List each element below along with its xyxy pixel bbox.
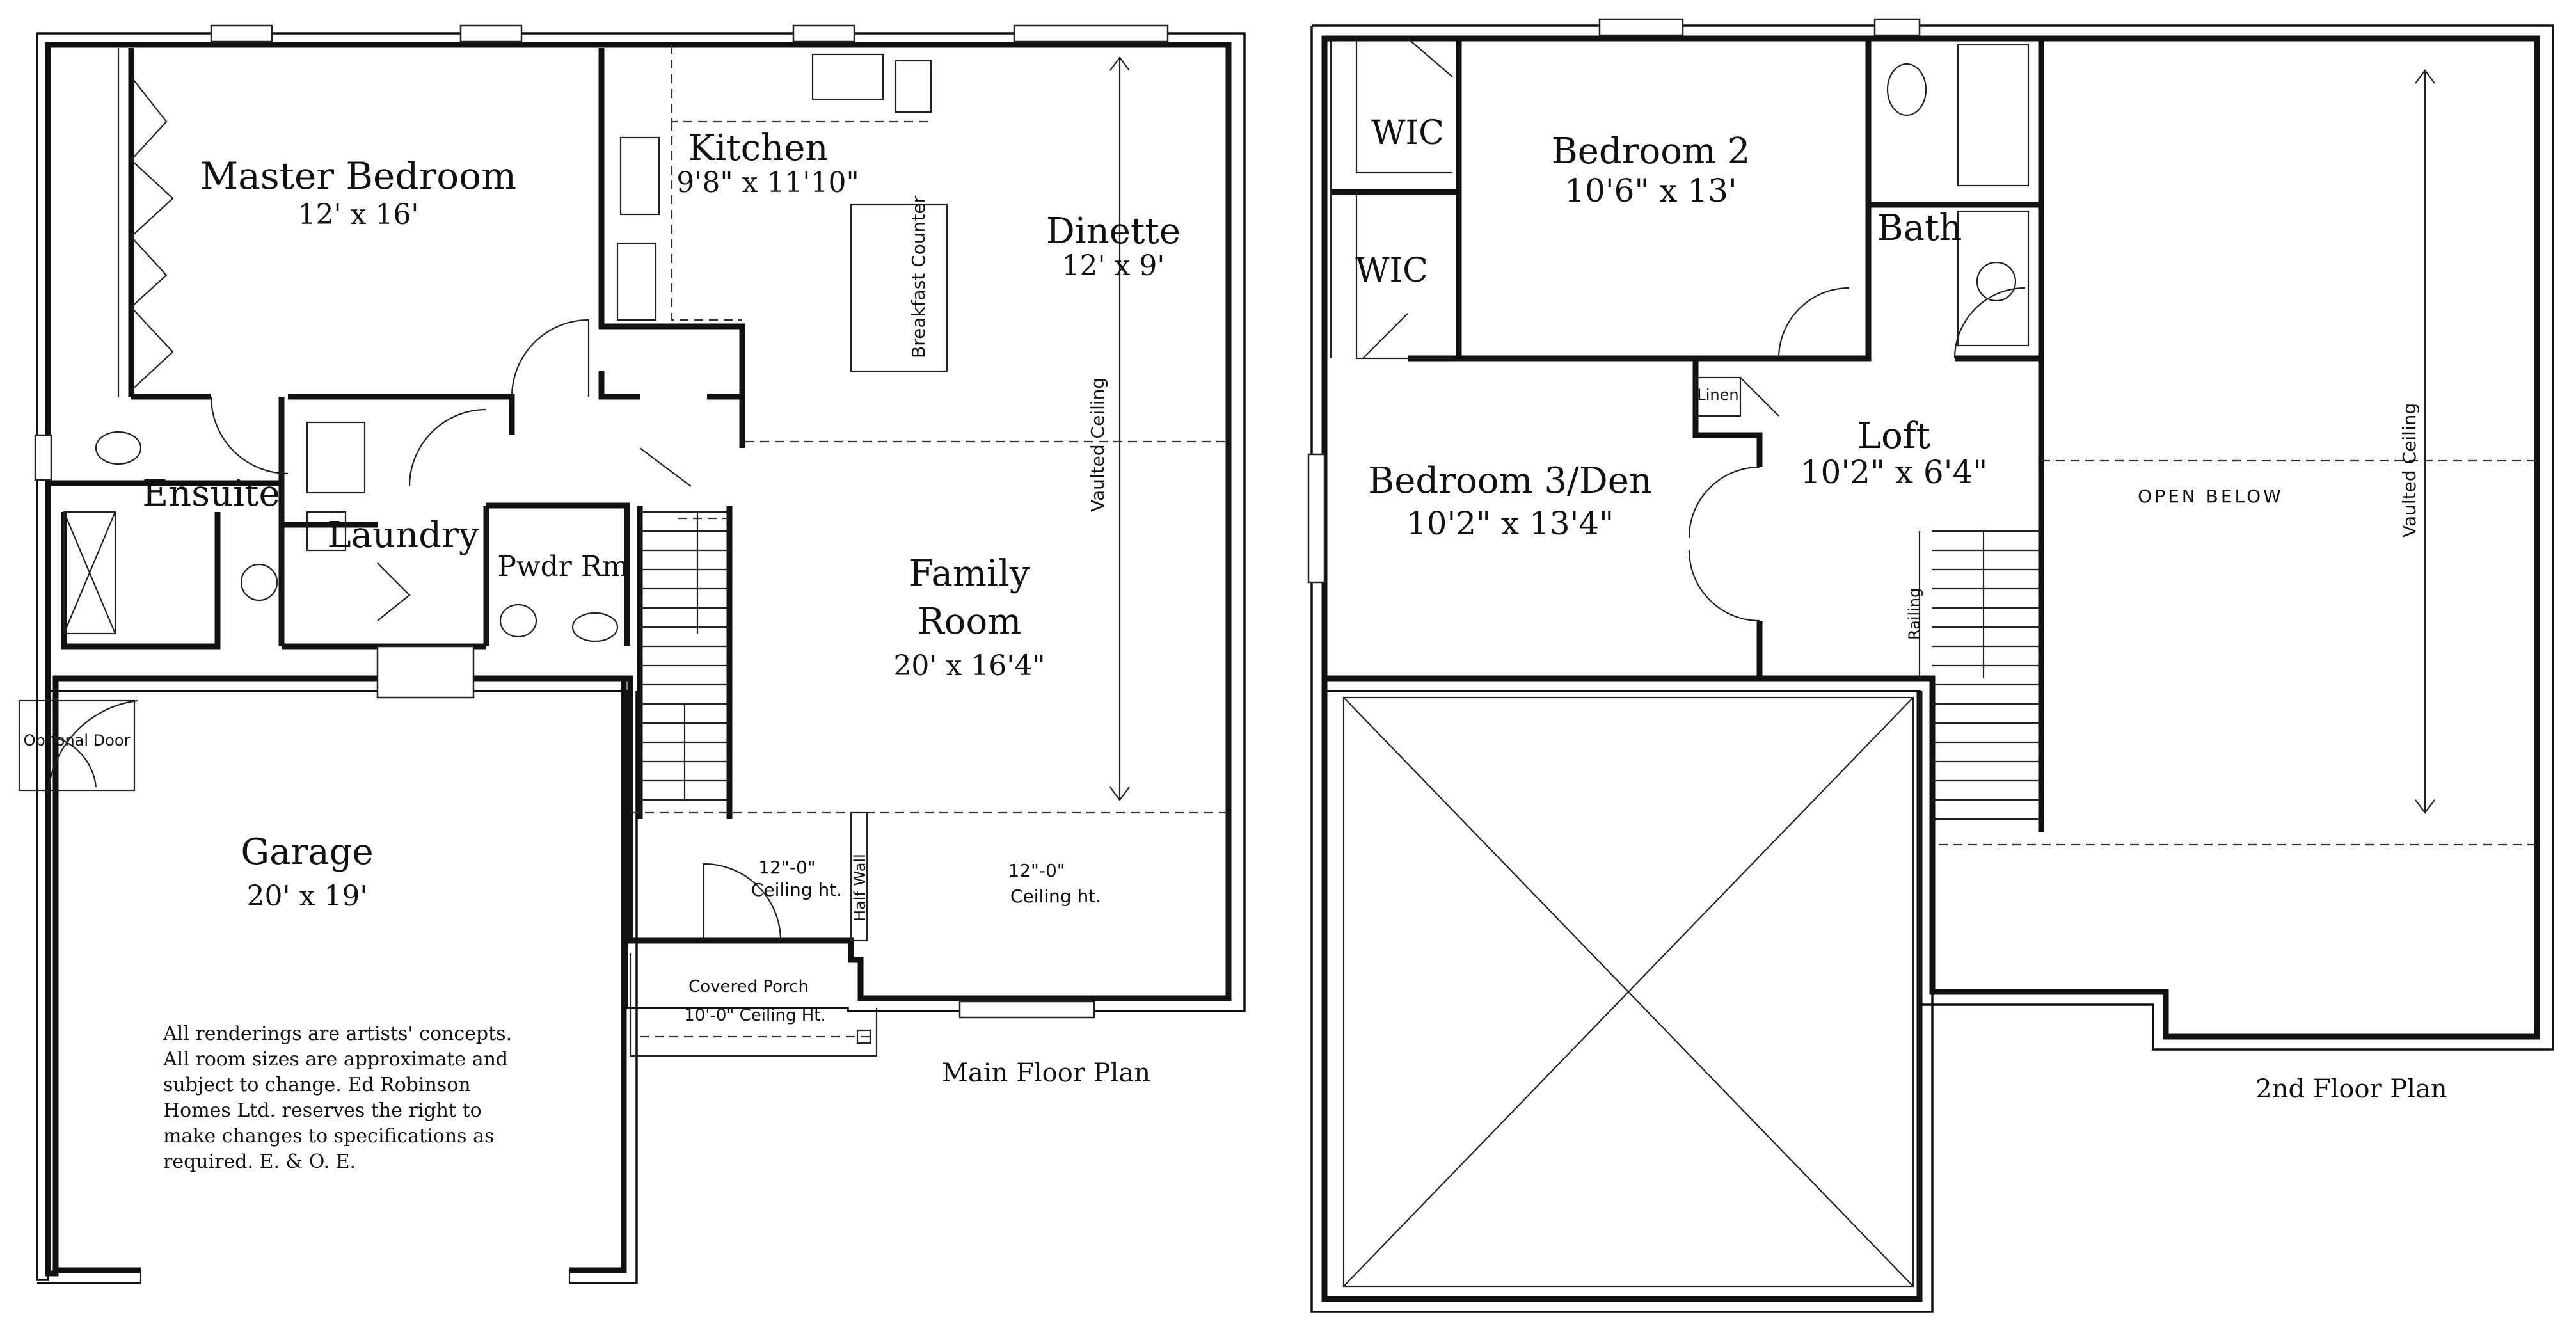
- second-dashed-lines: [1939, 69, 2537, 846]
- second-interior-walls: [1331, 38, 2044, 832]
- covered-porch: [629, 953, 878, 1057]
- optional-door-swing: [47, 699, 138, 794]
- family-room-name-2: Room: [918, 601, 1022, 642]
- laundry-name: Laundry: [328, 514, 479, 556]
- ceiling-left-line1: 12"-0": [758, 857, 815, 878]
- master-closet-bifold-doors: [130, 76, 174, 391]
- second-vaulted-ceiling-label: Vaulted Ceiling: [2399, 403, 2420, 538]
- second-stairs: [1918, 530, 2041, 820]
- kitchen-fixtures: [616, 45, 948, 372]
- main-windows: [34, 24, 1169, 1019]
- ceiling-right-line2: Ceiling ht.: [1010, 886, 1101, 907]
- powder-room-name: Pwdr Rm: [497, 550, 628, 583]
- master-bedroom-size: 12' x 16': [298, 198, 419, 231]
- breakfast-counter-label: Breakfast Counter: [908, 195, 929, 358]
- bath-name: Bath: [1877, 207, 1962, 249]
- second-closets: [1330, 38, 1742, 417]
- bedroom-2-size: 10'6" x 13': [1564, 172, 1737, 209]
- main-floor-plan: Master Bedroom 12' x 16' Ensuite Laundry…: [18, 24, 1246, 1284]
- optional-door-label: Optional Door: [24, 731, 131, 749]
- second-windows: [1307, 18, 1921, 584]
- loft-name: Loft: [1857, 415, 1931, 457]
- ensuite-name: Ensuite: [142, 473, 280, 514]
- optional-door-box: [18, 699, 136, 792]
- disclaimer-line-3: subject to change. Ed Robinson: [163, 1074, 471, 1096]
- family-room-name: Family: [909, 553, 1030, 594]
- garage-roof: [1310, 678, 1934, 1313]
- covered-porch-line2: 10'-0" Ceiling Ht.: [684, 1006, 825, 1025]
- half-wall: [850, 811, 868, 942]
- main-stairs: [640, 511, 729, 801]
- wic-1-name: WIC: [1371, 114, 1444, 152]
- garage-door: [139, 1270, 571, 1283]
- kitchen-size: 9'8" x 11'10": [676, 166, 859, 199]
- disclaimer-line-6: required. E. & O. E.: [163, 1151, 356, 1173]
- family-room-size: 20' x 16'4": [893, 650, 1045, 682]
- linen-label: Linen: [1697, 386, 1738, 404]
- ceiling-right-line1: 12"-0": [1008, 860, 1065, 881]
- disclaimer-line-5: make changes to specifications as: [163, 1125, 494, 1147]
- second-floor-plan: WIC WIC Bedroom 2 10'6" x 13' Bath Linen…: [1307, 18, 2554, 1313]
- disclaimer-line-1: All renderings are artists' concepts.: [163, 1023, 512, 1045]
- railing-label: Railing: [1905, 588, 1923, 640]
- main-floor-title: Main Floor Plan: [942, 1058, 1150, 1088]
- ceiling-left-line2: Ceiling ht.: [751, 879, 842, 900]
- master-bedroom-name: Master Bedroom: [200, 154, 516, 198]
- garage-name: Garage: [241, 831, 373, 873]
- second-door-swings: [1688, 287, 2026, 622]
- loft-size: 10'2" x 6'4": [1801, 454, 1988, 491]
- disclaimer-line-2: All room sizes are approximate and: [163, 1048, 508, 1071]
- bedroom-2-name: Bedroom 2: [1552, 131, 1751, 172]
- bedroom-3-size: 10'2" x 13'4": [1406, 505, 1614, 542]
- second-floor-title: 2nd Floor Plan: [2255, 1074, 2447, 1104]
- dinette-size: 12' x 9': [1062, 250, 1165, 282]
- covered-porch-line1: Covered Porch: [688, 977, 809, 996]
- main-door-swings: [47, 319, 782, 941]
- bedroom-3-name: Bedroom 3/Den: [1368, 460, 1652, 502]
- main-vaulted-ceiling-label: Vaulted Ceiling: [1087, 378, 1108, 512]
- disclaimer-line-4: Homes Ltd. reserves the right to: [163, 1099, 482, 1122]
- garage-size: 20' x 19': [247, 880, 368, 913]
- kitchen-name: Kitchen: [688, 127, 829, 169]
- main-dashed-lines: [630, 56, 1228, 814]
- open-below-label: OPEN BELOW: [2138, 486, 2284, 507]
- wic-2-name: WIC: [1355, 251, 1428, 290]
- dinette-name: Dinette: [1046, 211, 1181, 252]
- ensuite-fixtures: [63, 421, 619, 642]
- half-wall-label: Half Wall: [851, 854, 869, 921]
- bath-fixtures: [1886, 44, 2030, 347]
